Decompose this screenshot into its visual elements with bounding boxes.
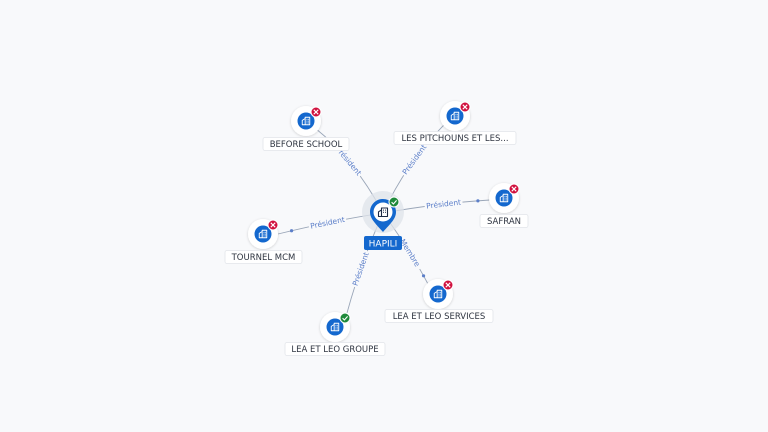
status-active-icon [388, 196, 400, 208]
status-inactive-icon [267, 219, 279, 231]
node-before-school[interactable]: BEFORE SCHOOL [262, 106, 350, 151]
node-tournel-mcm[interactable]: TOURNEL MCM [224, 219, 303, 264]
edge-label: Président [401, 143, 429, 177]
edge-arrow-dot [421, 274, 426, 278]
node-label: TOURNEL MCM [231, 253, 296, 263]
edge-label: Président [426, 198, 462, 211]
node-lea-et-leo-groupe[interactable]: LEA ET LEO GROUPE [284, 312, 386, 356]
edge-label-bg [399, 141, 429, 178]
node-label-box [284, 342, 386, 356]
status-inactive-icon [508, 183, 520, 195]
node-les-pitchouns[interactable]: LES PITCHOUNS ET LES... [393, 101, 517, 145]
company-building-icon [377, 207, 389, 218]
edge-arrow-dot [289, 229, 294, 233]
edge-label-bg [349, 249, 371, 289]
edge-label-bg [333, 143, 365, 179]
node-label: SAFRAN [487, 217, 521, 227]
node-label-box [479, 214, 529, 228]
status-active-icon [339, 312, 351, 324]
node-label-box [384, 309, 494, 323]
edge-arrow-dot [476, 199, 480, 203]
center-label: HAPILI [369, 240, 398, 250]
edge-label: Président [351, 251, 371, 287]
edge-label-bg [396, 234, 425, 272]
edge-label-bg [424, 196, 463, 211]
center-node-hapili[interactable]: HAPILI [362, 191, 404, 250]
status-inactive-icon [459, 101, 471, 113]
node-safran[interactable]: SAFRAN [479, 183, 529, 228]
center-label-box [364, 236, 402, 250]
edge-label-bg [307, 214, 347, 231]
edge-label: Président [309, 215, 345, 231]
status-inactive-icon [310, 106, 322, 118]
node-label: LES PITCHOUNS ET LES... [401, 134, 508, 144]
node-label: LEA ET LEO GROUPE [291, 345, 378, 355]
node-lea-et-leo-services[interactable]: LEA ET LEO SERVICES [384, 279, 494, 323]
status-inactive-icon [442, 279, 454, 291]
node-label-box [224, 250, 303, 264]
node-label-box [393, 131, 517, 145]
node-label: BEFORE SCHOOL [270, 140, 343, 150]
node-label: LEA ET LEO SERVICES [393, 312, 486, 322]
node-label-box [262, 137, 350, 151]
